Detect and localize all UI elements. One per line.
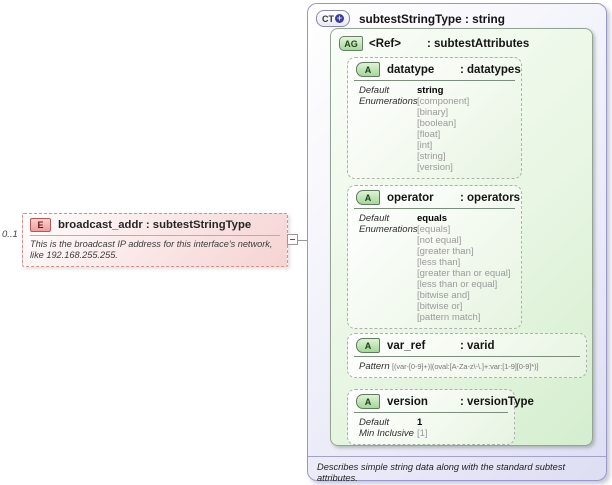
attribute-name: version <box>387 395 428 408</box>
attribute-separator <box>354 356 580 357</box>
minus-icon <box>290 239 295 240</box>
facet-values: 1 <box>417 417 422 428</box>
attribute-type: : operators <box>460 191 521 204</box>
facet-value: [(var-[0-9]+)|(oval:[A-Za-z\-\.]+:var:[1… <box>392 362 539 371</box>
complex-type-badge-label: CT <box>322 13 334 24</box>
attribute-badge: A <box>356 190 380 205</box>
cardinality-label: 0..1 <box>2 229 18 240</box>
facet-value: [greater than] <box>417 246 474 257</box>
facet-value: [greater than or equal] <box>417 268 511 279</box>
facet-label: Min Inclusive <box>359 428 414 439</box>
attribute-header: A version : versionType <box>348 390 534 412</box>
facet-values: string <box>417 85 443 96</box>
facet-row: Enumerations[component][binary][boolean]… <box>348 96 521 173</box>
attribute-name: datatype <box>387 63 435 76</box>
attribute-group-badge: AG <box>339 36 363 51</box>
facet-row: Default string <box>348 85 521 96</box>
facet-values: [1] <box>417 428 428 439</box>
element-card-broadcast-addr[interactable]: E broadcast_addr : subtestStringType Thi… <box>22 213 288 267</box>
facet-value: 1 <box>417 417 423 428</box>
plus-icon[interactable]: + <box>335 13 344 23</box>
element-header: E broadcast_addr : subtestStringType <box>23 214 287 234</box>
element-separator <box>30 235 280 236</box>
attribute-group-type: : subtestAttributes <box>427 37 530 50</box>
facet-value: [bitwise and] <box>417 290 470 301</box>
facet-label: Default <box>359 85 390 96</box>
facet-row: Default equals <box>348 213 521 224</box>
complex-type-header: CT + subtestStringType : string <box>316 10 505 27</box>
facet-row: Min Inclusive[1] <box>348 428 514 439</box>
element-badge: E <box>30 218 51 232</box>
attribute-badge: A <box>356 394 380 409</box>
facet-label: Pattern <box>359 361 390 372</box>
attribute-type: : varid <box>460 339 495 352</box>
attribute-type: : datatypes <box>460 63 521 76</box>
element-description: This is the broadcast IP address for thi… <box>30 239 273 260</box>
attribute-separator <box>354 80 515 81</box>
facet-values: [component][binary][boolean][float][int]… <box>417 96 469 173</box>
facet-values: equals <box>417 213 447 224</box>
facet-label: Default <box>359 417 390 428</box>
element-title: broadcast_addr : subtestStringType <box>58 219 252 231</box>
facet-value: string <box>417 85 444 96</box>
facet-label: Default <box>359 213 390 224</box>
complex-type-card[interactable]: CT + subtestStringType : string AG <Ref>… <box>307 3 607 483</box>
facet-values: [(var-[0-9]+)|(oval:[A-Za-z\-\.]+:var:[1… <box>392 361 539 372</box>
attribute-group-header: AG <Ref> : subtestAttributes <box>331 29 592 51</box>
facet-value: [bitwise or] <box>417 301 463 312</box>
facet-value: equals <box>417 213 448 224</box>
facet-value: [version] <box>417 162 453 173</box>
collapse-handle[interactable] <box>287 234 298 245</box>
facet-value: [float] <box>417 129 441 140</box>
attribute-separator <box>354 208 515 209</box>
facet-value: [boolean] <box>417 118 457 129</box>
attribute-header: A operator : operators <box>348 186 521 208</box>
attribute-badge: A <box>356 338 380 353</box>
note-separator <box>308 456 606 457</box>
attribute-rows: Pattern[(var-[0-9]+)|(oval:[A-Za-z\-\.]+… <box>348 357 586 377</box>
facet-value: [less than or equal] <box>417 279 498 290</box>
facet-value: [equals] <box>417 224 451 235</box>
attribute-group-name: <Ref> <box>369 37 401 50</box>
attribute-name: var_ref <box>387 339 426 352</box>
facet-row: Default 1 <box>348 417 514 428</box>
note-text: Describes simple string data along with … <box>317 462 566 483</box>
facet-value: [binary] <box>417 107 449 118</box>
facet-value: [1] <box>417 428 428 439</box>
facet-value: [int] <box>417 140 433 151</box>
attribute-card[interactable]: A var_ref : varid Pattern[(var-[0-9]+)|(… <box>347 333 587 378</box>
attribute-type: : versionType <box>460 395 534 408</box>
facet-row: Pattern[(var-[0-9]+)|(oval:[A-Za-z\-\.]+… <box>348 361 586 372</box>
facet-value: [string] <box>417 151 446 162</box>
facet-label: Enumerations <box>359 96 418 107</box>
facet-value: [not equal] <box>417 235 462 246</box>
attribute-separator <box>354 412 508 413</box>
attribute-badge: A <box>356 62 380 77</box>
facet-value: [component] <box>417 96 470 107</box>
complex-type-title: subtestStringType : string <box>359 11 505 26</box>
attribute-header: A var_ref : varid <box>348 334 586 356</box>
facet-value: [less than] <box>417 257 461 268</box>
facet-value: [pattern match] <box>417 312 481 323</box>
attribute-name: operator <box>387 191 434 204</box>
attribute-header: A datatype : datatypes <box>348 58 521 80</box>
facet-values: [equals][not equal][greater than][less t… <box>417 224 510 323</box>
complex-type-badge: CT + <box>316 10 350 27</box>
attribute-group-card[interactable]: AG <Ref> : subtestAttributes A datatype … <box>330 28 593 446</box>
facet-label: Enumerations <box>359 224 418 235</box>
facet-row: Enumerations[equals][not equal][greater … <box>348 224 521 323</box>
